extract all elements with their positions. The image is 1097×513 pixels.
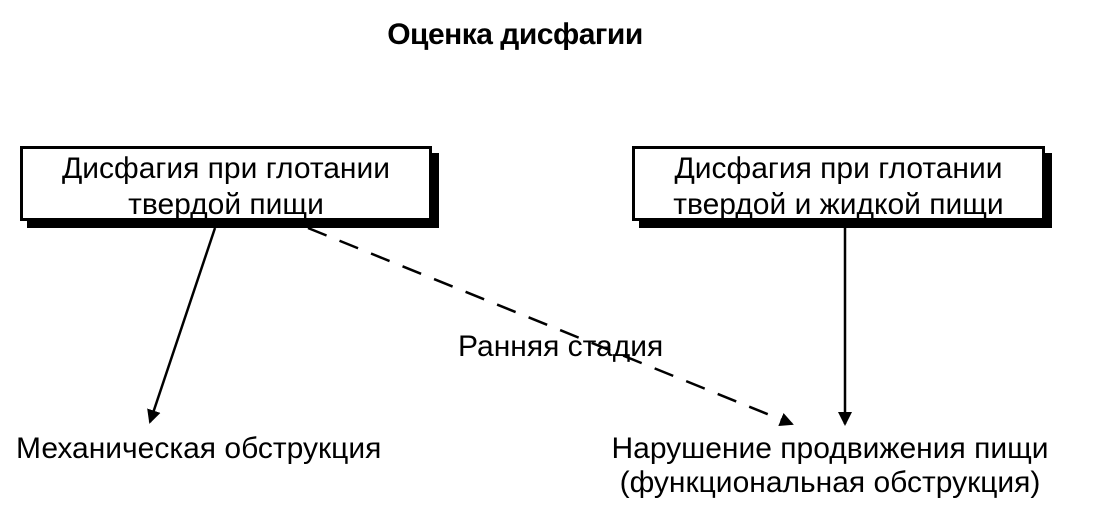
arrow-solid-to-mechanical (147, 227, 217, 424)
box-solid-liquid-dysphagia: Дисфагия при глотании твердой и жидкой п… (632, 146, 1045, 221)
box-solid-line1: Дисфагия при глотании (61, 152, 391, 185)
box-solid-line2: твердой пищи (128, 188, 324, 221)
arrow-solid-to-motility-dashed (307, 226, 794, 426)
edge-label-early-stage: Ранняя стадия (458, 330, 664, 363)
outcome-mechanical-obstruction: Механическая обструкция (16, 432, 382, 465)
outcome-motility-line2: (функциональная обструкция) (619, 466, 1041, 499)
diagram-title: Оценка дисфагии (387, 18, 643, 51)
box-solid-food-dysphagia: Дисфагия при глотании твердой пищи (20, 146, 432, 221)
outcome-motility-disorder: Нарушение продвижения пищи (функциональн… (574, 432, 1086, 500)
box-solid-liquid-line1: Дисфагия при глотании (674, 152, 1003, 185)
outcome-motility-line1: Нарушение продвижения пищи (611, 432, 1049, 465)
box-solid-liquid-line2: твердой и жидкой пищи (673, 188, 1004, 221)
